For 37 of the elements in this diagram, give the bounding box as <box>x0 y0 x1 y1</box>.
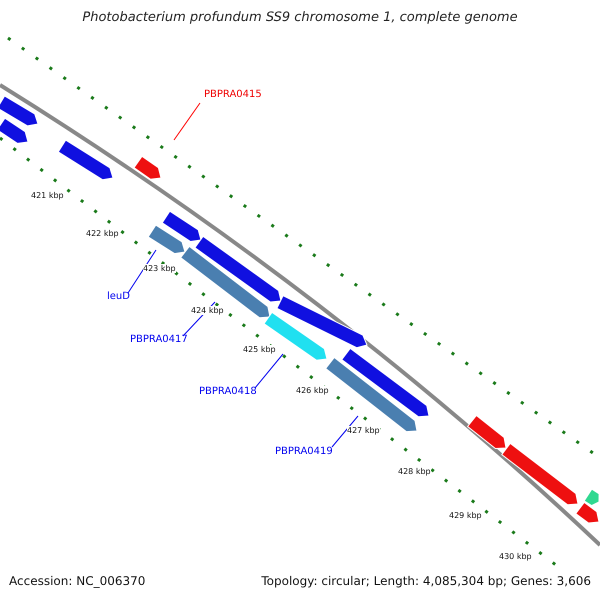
gene-feature <box>584 488 600 506</box>
leader-line <box>128 250 156 294</box>
scale-label: 430 kbp <box>499 552 532 561</box>
gene-label: PBPRA0415 <box>204 89 262 100</box>
leader-line <box>332 416 358 448</box>
gene-feature <box>276 295 368 348</box>
scale-label: 425 kbp <box>243 345 276 354</box>
map-title: Photobacterium profundum SS9 chromosome 1, complete genome <box>81 10 519 25</box>
scale-label: 424 kbp <box>191 306 224 315</box>
scale-label: 426 kbp <box>296 386 329 395</box>
gene-label: PBPRA0419 <box>275 446 333 457</box>
scale-label: 422 kbp <box>86 229 119 238</box>
gene-feature <box>180 246 271 318</box>
gene-label: PBPRA0417 <box>130 334 188 345</box>
gene-feature <box>162 210 202 242</box>
gene-feature <box>341 348 430 418</box>
leader-line <box>174 102 200 140</box>
gene-label: PBPRA0418 <box>199 386 257 397</box>
accession-text: Accession: NC_006370 <box>9 574 146 588</box>
scale-label: 427 kbp <box>347 426 380 435</box>
gene-label: leuD <box>107 291 130 302</box>
scale-label: 429 kbp <box>449 511 482 520</box>
gene-feature <box>0 118 29 144</box>
scale-label: 421 kbp <box>31 191 64 200</box>
leader-line <box>254 354 284 388</box>
gene-feature <box>194 236 282 303</box>
gene-feature <box>58 139 114 180</box>
gene-feature <box>0 95 39 126</box>
gene-feature <box>466 414 507 449</box>
gene-feature <box>263 312 328 361</box>
gene-feature <box>575 502 600 524</box>
gene-feature <box>133 156 162 180</box>
genome-info-text: Topology: circular; Length: 4,085,304 bp; Genes: 3,606 <box>261 574 591 588</box>
gene-feature <box>148 224 186 254</box>
gene-feature <box>501 442 579 506</box>
scale-label: 423 kbp <box>143 264 176 273</box>
scale-label: 428 kbp <box>398 467 431 476</box>
